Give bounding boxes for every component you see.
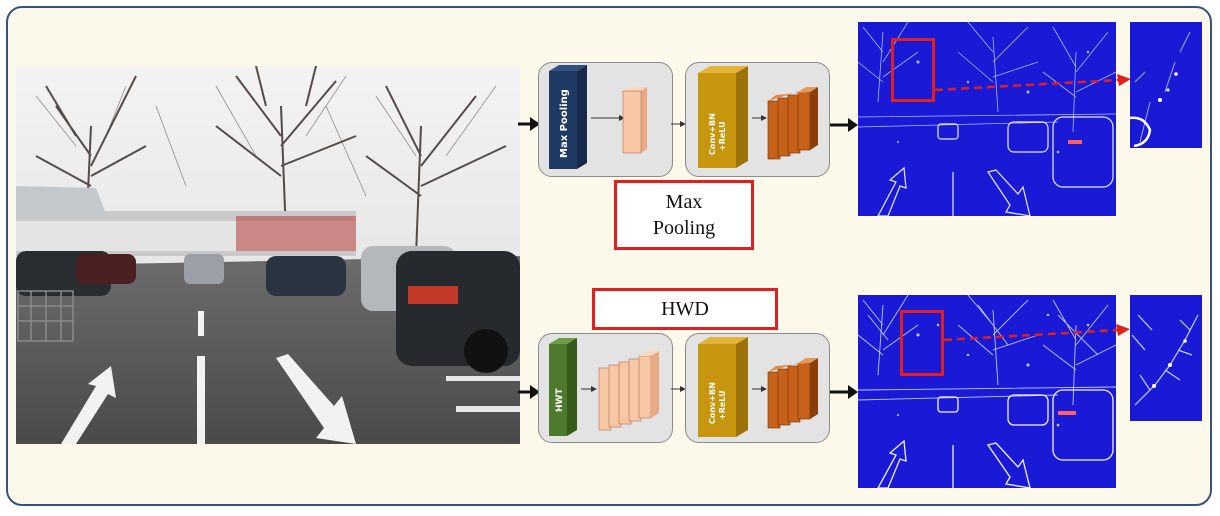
max-pooling-block: Max Pooling [538, 62, 673, 177]
max-pooling-caption-line2: Pooling [652, 217, 716, 239]
conv-block-top: Conv+BN +ReLU [685, 62, 830, 177]
max-pooling-caption-line1: Max [665, 191, 703, 213]
input-photo [16, 66, 520, 444]
output-arrow-bottom [830, 385, 858, 399]
conv-block-bottom: Conv+BN +ReLU [685, 333, 830, 443]
zoom-arrow-top [934, 74, 1131, 92]
hwt-block: HWT [538, 333, 673, 443]
highlight-region-bottom [900, 310, 944, 376]
connector-arrow-bottom [671, 386, 686, 392]
feature-map-top [858, 22, 1116, 216]
max-pooling-caption: Max Pooling [614, 180, 754, 250]
input-arrow-bottom [518, 385, 540, 399]
conv-text-bottom-2: +ReLU [718, 390, 727, 420]
conv-text-bottom-1: Conv+BN [708, 382, 717, 424]
output-arrow-top [830, 118, 858, 132]
conv-text-top-1: Conv+BN [708, 113, 717, 155]
output-cubes-bottom [767, 358, 818, 429]
hwd-caption-text: HWD [661, 297, 709, 320]
output-cubes-top [767, 87, 818, 160]
input-arrow-top [518, 117, 540, 131]
connector-arrow-top [671, 121, 686, 127]
hwt-text: HWT [555, 388, 565, 412]
zoomed-patch-bottom [1130, 295, 1202, 421]
zoom-arrow-bottom [943, 324, 1130, 342]
conv-text-top-2: +ReLU [718, 121, 727, 151]
zoomed-patch-top [1130, 22, 1202, 148]
max-pooling-text: Max Pooling [559, 89, 570, 158]
hwt-output-cubes [598, 351, 659, 431]
highlight-region-top [891, 38, 935, 102]
hwd-caption: HWD [592, 288, 778, 330]
